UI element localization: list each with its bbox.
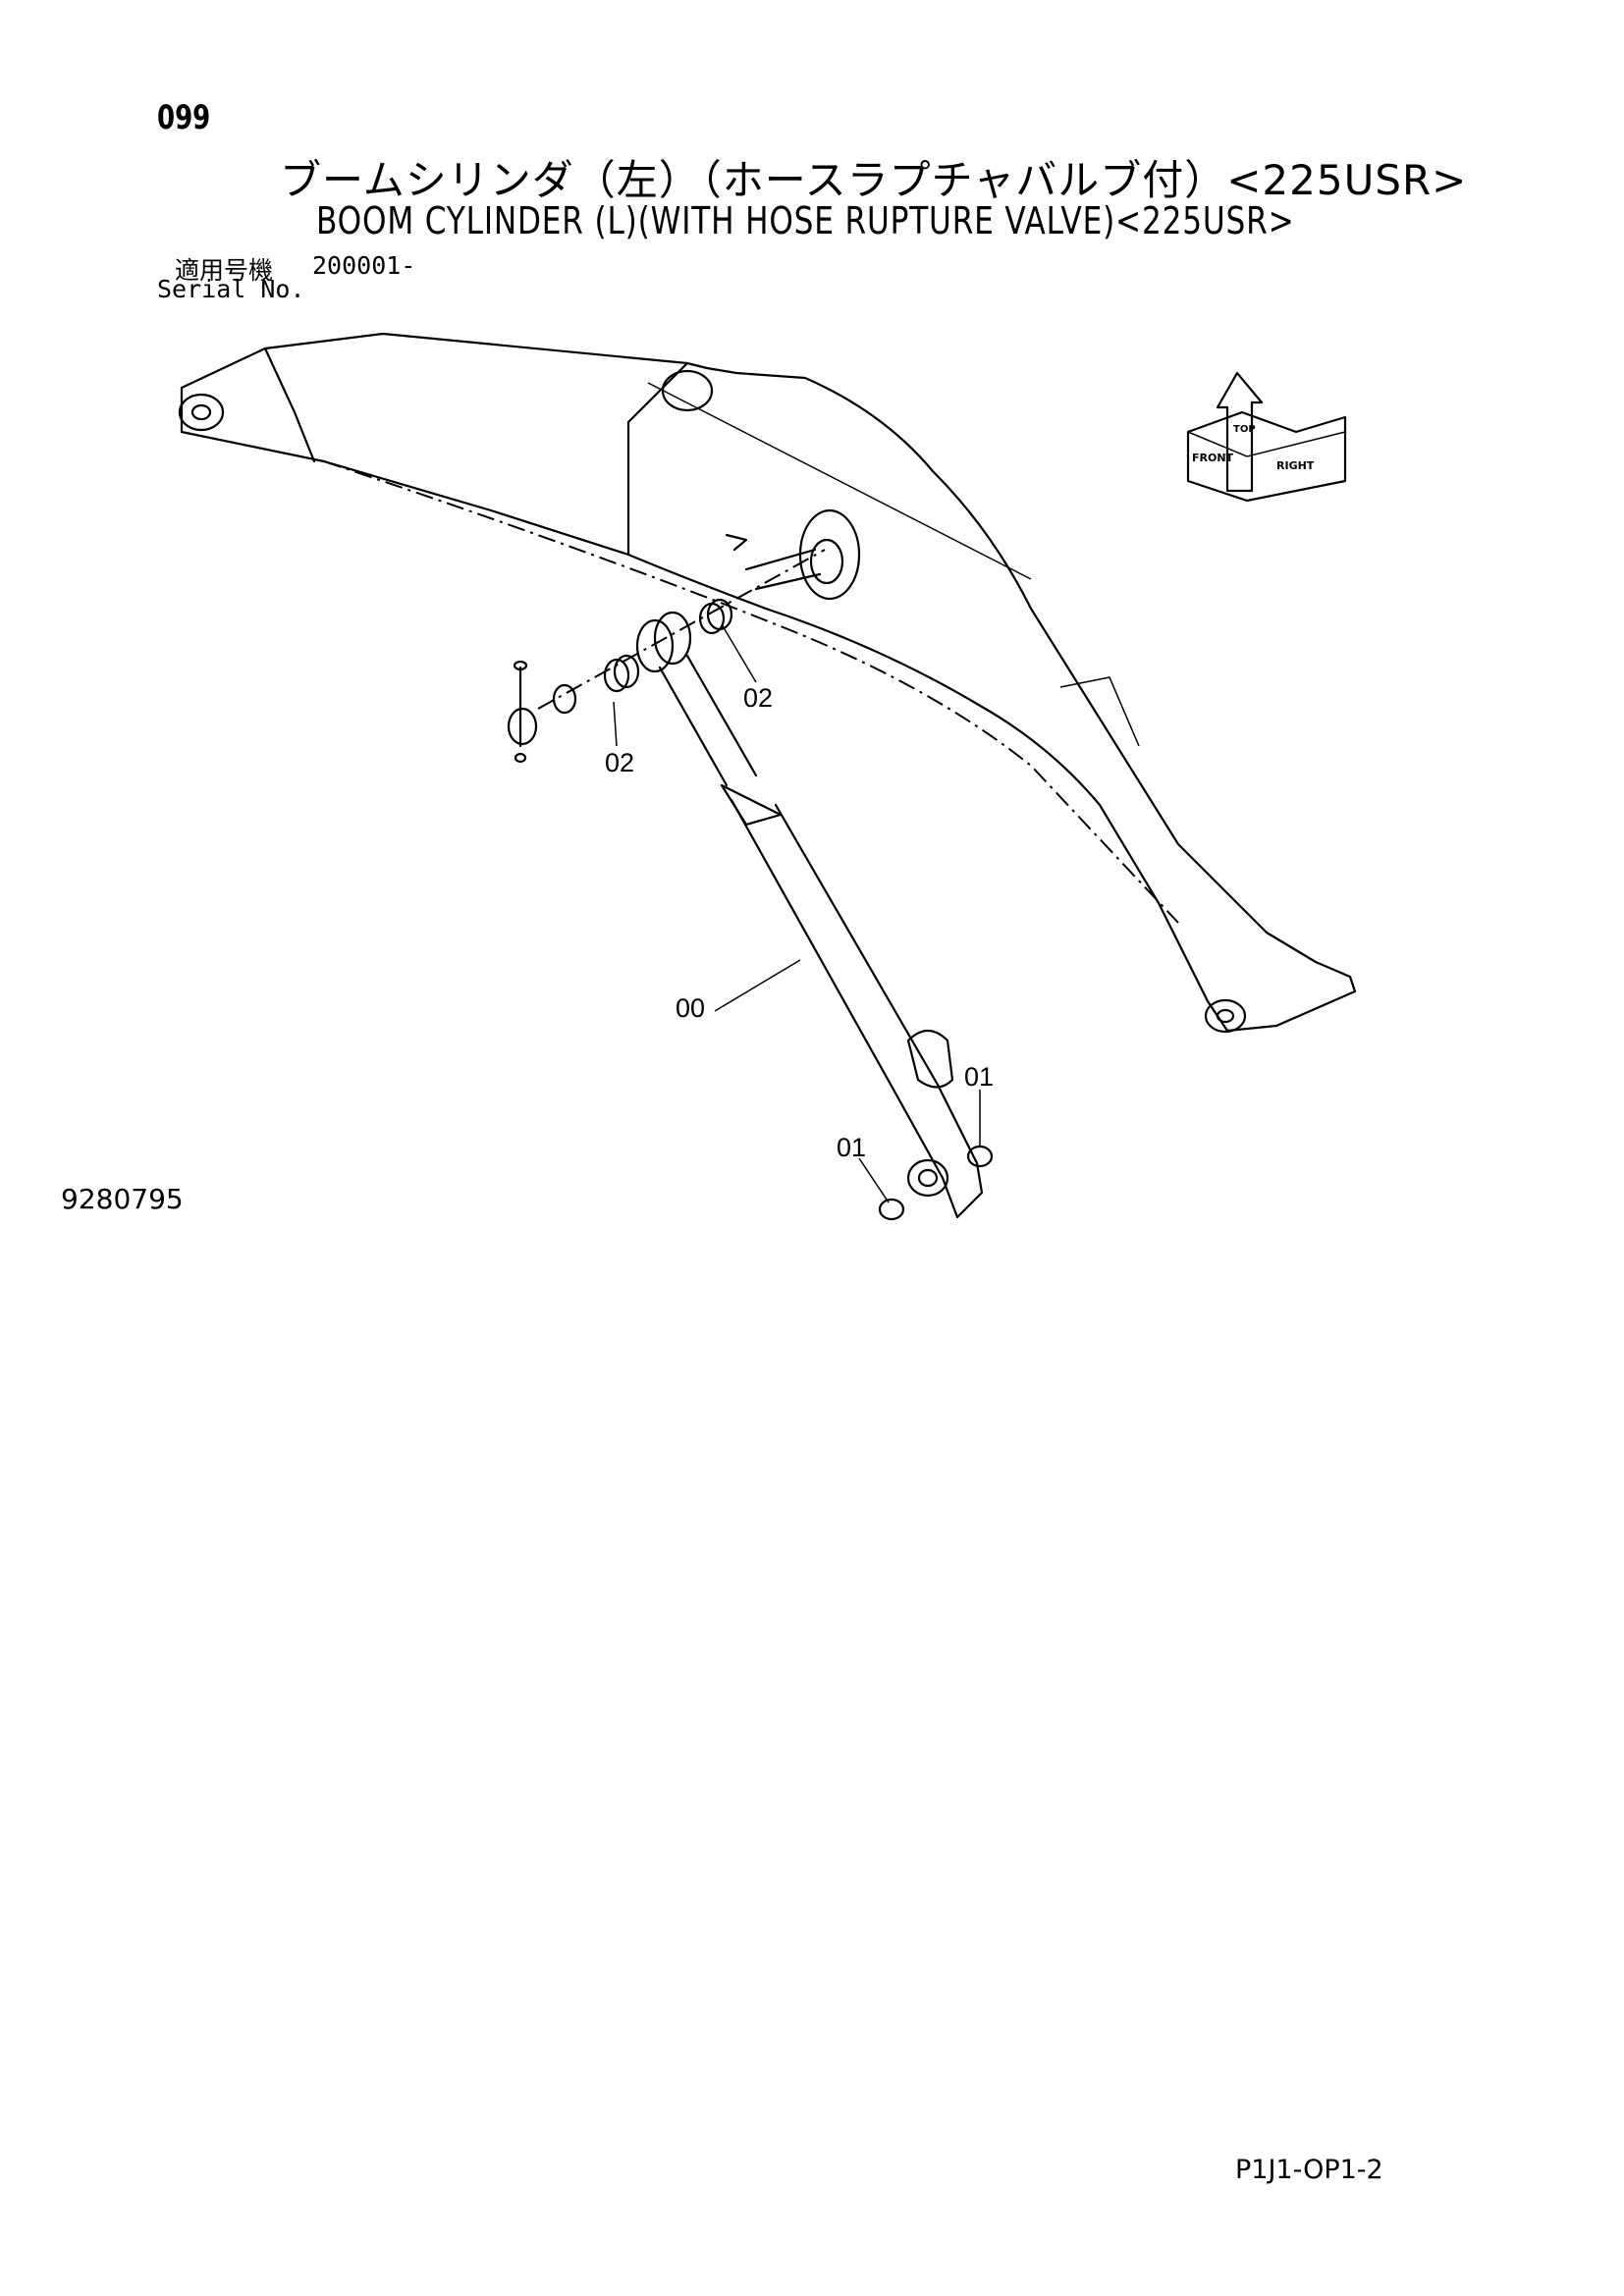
callout-01-upper: 01 — [964, 1062, 995, 1092]
boom-cylinder — [635, 611, 994, 1221]
callout-02-left: 02 — [605, 748, 635, 777]
callout-02-right: 02 — [743, 683, 774, 713]
callout-00: 00 — [676, 993, 706, 1023]
page-number: 099 — [157, 98, 211, 137]
sheet-code: P1J1-OP1-2 — [1235, 2155, 1383, 2185]
boom-arm — [178, 332, 1357, 1034]
drawing-number: 9280795 — [61, 1183, 184, 1215]
leader-lines — [613, 623, 981, 1203]
pin-assembly — [507, 549, 826, 764]
orientation-top-label: TOP — [1233, 424, 1256, 435]
serial-label-japanese: 適用号機 — [175, 256, 274, 285]
title-japanese: ブームシリンダ（左）（ホースラプチャバルブ付）<225USR> — [280, 156, 1468, 204]
serial-label-english: Serial No. — [157, 275, 305, 303]
serial-value: 200001- — [312, 251, 416, 280]
orientation-front-label: FRONT — [1192, 452, 1234, 464]
callout-01-lower: 01 — [837, 1133, 867, 1162]
orientation-right-label: RIGHT — [1276, 459, 1315, 472]
title-english: BOOM CYLINDER (L)(WITH HOSE RUPTURE VALV… — [316, 199, 1295, 242]
orientation-cube-icon: FRONT RIGHT TOP — [1186, 371, 1347, 503]
